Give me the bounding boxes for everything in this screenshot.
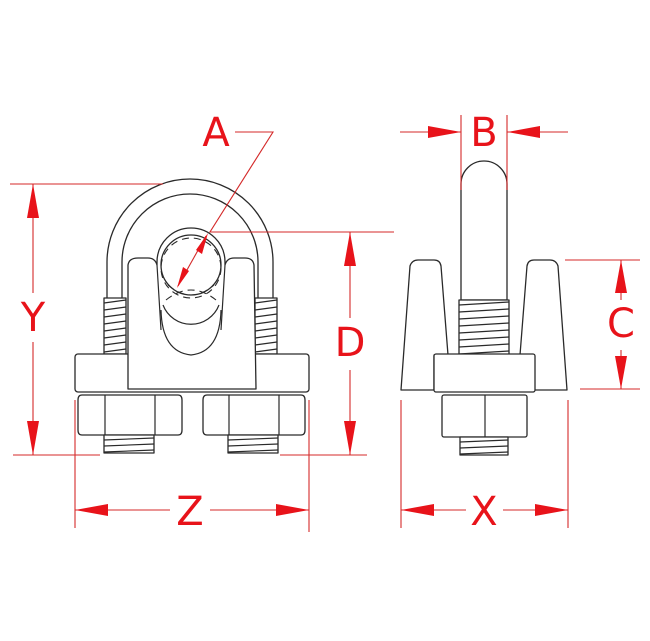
label-d: D [334,320,366,366]
saddle-block [433,353,536,393]
nut-side [441,394,528,456]
u-bolt-thread-right [254,297,278,355]
rope-lower [160,304,222,356]
label-z: Z [176,489,204,535]
nut-right [202,394,306,454]
saddle-wing-right [519,259,568,391]
bolt-shank [460,160,508,301]
label-x: X [470,489,498,535]
dimension-x [400,400,569,528]
dimension-b [400,115,568,190]
dimension-y [10,183,163,456]
side-view [400,160,568,456]
label-y: Y [20,295,46,341]
dimension-a [177,131,394,288]
nut-left [77,394,183,454]
label-b: B [470,110,498,156]
dimension-z [74,400,310,532]
u-bolt-thread-left [103,297,127,355]
saddle-wing-left [400,259,449,391]
saddle-body [127,227,257,390]
u-bolt [106,178,274,301]
front-view [74,178,310,454]
dimension-c [565,259,640,390]
bolt-thread [458,299,510,357]
label-c: C [607,301,635,347]
label-a: A [202,110,230,156]
dimension-d [280,232,367,456]
